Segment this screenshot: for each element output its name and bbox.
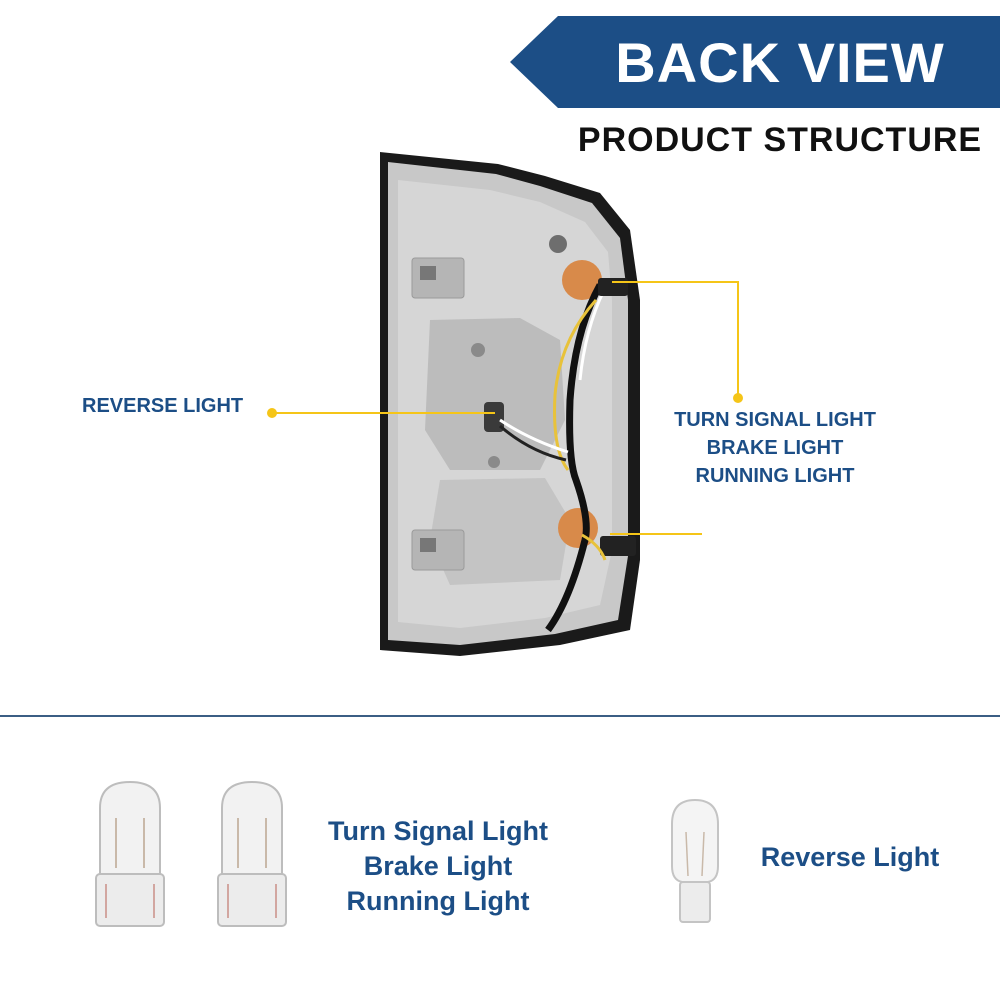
bulb-label-line: Running Light [346,886,530,916]
bulb-7443-icon [217,780,287,927]
section-divider [0,715,1000,717]
bulb-label-reverse: Reverse Light [760,842,940,872]
right-callout-line: RUNNING LIGHT [695,465,855,487]
bulb-label-group-left: Turn Signal Light Brake Light Running Li… [300,814,576,919]
bulb-7443-icon [95,780,165,927]
bulb-label-line: Brake Light [363,851,513,881]
right-callout-line: TURN SIGNAL LIGHT [674,409,876,431]
header-banner [510,16,1000,108]
right-callout-block: TURN SIGNAL LIGHT BRAKE LIGHT RUNNING LI… [640,406,910,490]
right-callout-line: BRAKE LIGHT [706,437,844,459]
tail-light-housing-illustration [267,152,743,656]
bulb-label-line: Turn Signal Light [328,816,548,846]
page-subtitle: PRODUCT STRUCTURE [577,120,983,159]
bulb-921-icon [671,798,719,923]
reverse-light-callout: REVERSE LIGHT [82,395,244,417]
page-title: BACK VIEW [615,30,945,94]
